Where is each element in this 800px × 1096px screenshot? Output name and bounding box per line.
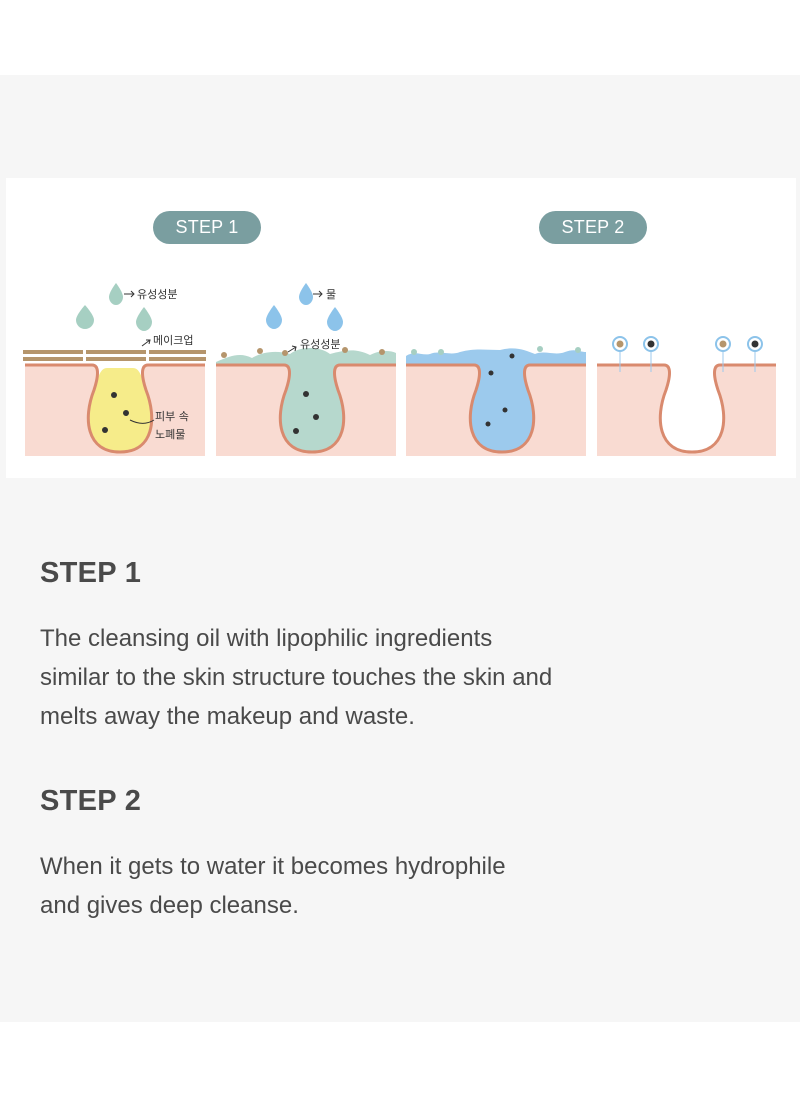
panel-makeup-on-skin: 유성성분 메이크업 피부 속 노폐물 <box>23 283 206 456</box>
step-1-line: melts away the makeup and waste. <box>40 703 415 730</box>
skin-outline <box>597 363 776 454</box>
step-1-badge: STEP 1 <box>153 211 261 244</box>
label-pore-waste-1: 피부 속 <box>155 410 189 423</box>
step-1-line: The cleansing oil with lipophilic ingred… <box>40 625 493 652</box>
step-1-description: The cleansing oil with lipophilic ingred… <box>40 619 680 736</box>
skin-block <box>597 365 776 456</box>
panel-water-emulsifies <box>406 346 586 456</box>
step-2-badge: STEP 2 <box>539 211 647 244</box>
step-2-line: When it gets to water it becomes hydroph… <box>40 853 506 880</box>
oil-drops <box>76 283 152 331</box>
label-oil-ingredient: 유성성분 <box>137 288 177 301</box>
annotation-arrows <box>124 290 155 424</box>
makeup-layer <box>23 350 206 361</box>
rinsed-particles <box>612 336 763 372</box>
floating-residue-dots <box>411 346 581 359</box>
water-drops <box>266 283 343 331</box>
step-1-heading: STEP 1 <box>40 557 142 589</box>
skin-outline <box>216 363 396 454</box>
annotation-arrows <box>287 290 323 353</box>
skin-outline <box>406 363 586 454</box>
step-1-line: similar to the skin structure touches th… <box>40 664 553 691</box>
panel-clean-pore <box>597 336 776 456</box>
waste-dots <box>102 392 129 433</box>
dissolved-makeup-dots <box>221 347 385 358</box>
step-2-description: When it gets to water it becomes hydroph… <box>40 847 680 925</box>
label-makeup: 메이크업 <box>153 334 193 347</box>
skin-block <box>406 365 586 456</box>
step-2-line: and gives deep cleanse. <box>40 892 299 919</box>
waste-dots <box>293 391 319 434</box>
label-oil-ingredient-2: 유성성분 <box>300 338 340 351</box>
label-pore-waste-2: 노폐물 <box>155 428 185 441</box>
waste-dots <box>485 370 508 427</box>
skin-block <box>216 365 396 456</box>
emulsion-layer <box>406 348 586 452</box>
empty-pore <box>660 366 724 452</box>
label-water: 물 <box>326 288 336 301</box>
skin-outline <box>25 363 205 454</box>
panel-oil-dissolves: 물 유성성분 <box>216 283 396 456</box>
skin-block <box>25 365 205 456</box>
oil-layer <box>216 348 396 452</box>
cleansing-process-diagram: 유성성분 메이크업 피부 속 노폐물 <box>23 283 776 456</box>
step-2-heading: STEP 2 <box>40 785 142 817</box>
